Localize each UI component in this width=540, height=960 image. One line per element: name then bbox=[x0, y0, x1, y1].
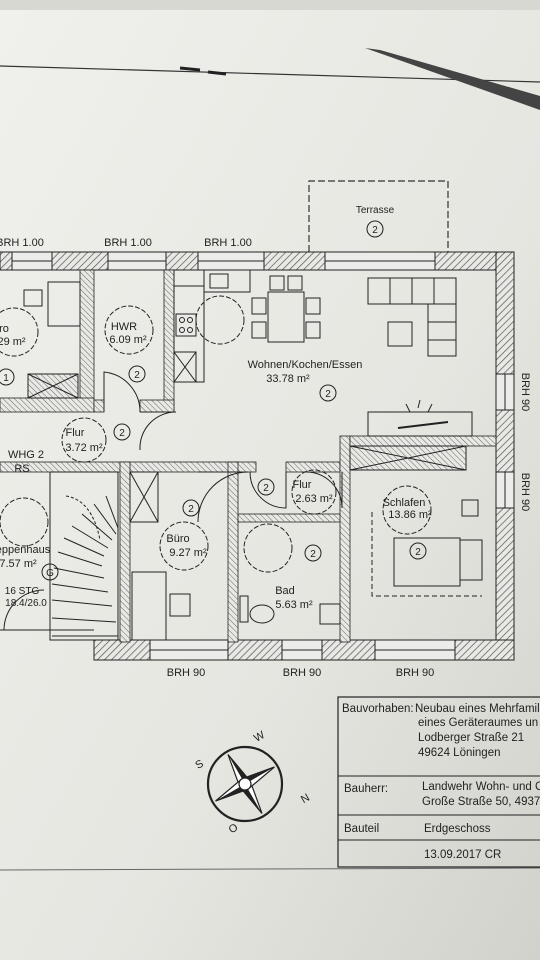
bauteil-value: Erdgeschoss bbox=[424, 823, 491, 835]
window-label-right-2: BRH 90 bbox=[519, 473, 531, 512]
buero-area: 9.27 m² bbox=[169, 547, 207, 559]
terrace-room-number: 2 bbox=[372, 225, 378, 236]
window-label-bottom-1: BRH 90 bbox=[167, 667, 206, 679]
stair-size: 18.4/26.0 bbox=[5, 598, 47, 609]
bauvorhaben-label: Bauvorhaben: bbox=[342, 703, 414, 715]
window-label-top-2: BRH 1.00 bbox=[104, 237, 152, 249]
bauvorhaben-line-1: Neubau eines Mehrfamil bbox=[415, 703, 540, 715]
bauherr-line-2: Große Straße 50, 4937 bbox=[422, 796, 540, 808]
flur1-number: 2 bbox=[119, 428, 125, 439]
room-living: Wohnen/Kochen/Essen 33.78 m² 2 bbox=[248, 359, 363, 402]
flur2-area: 2.63 m² bbox=[295, 493, 333, 505]
room-hwr: HWR 6.09 m² 2 bbox=[104, 305, 154, 383]
window-label-top-1: BRH 1.00 bbox=[0, 237, 44, 249]
living-room-number: 2 bbox=[325, 389, 331, 400]
stair-count: 16 STG bbox=[5, 586, 40, 597]
bauvorhaben-line-2: eines Geräteraumes un bbox=[418, 717, 538, 729]
treppenhaus-name: Treppenhaus bbox=[0, 544, 51, 556]
room-flur-2: Flur 2.63 m² bbox=[291, 469, 337, 515]
bauteil-label: Bauteil bbox=[344, 823, 379, 835]
bauvorhaben-line-3: Lodberger Straße 21 bbox=[418, 732, 524, 744]
inner-walls bbox=[0, 269, 497, 643]
door-numbers: 2 bbox=[257, 478, 275, 496]
outer-walls bbox=[0, 251, 515, 661]
room-furniture bbox=[23, 281, 483, 641]
schlafen-name: Schlafen bbox=[383, 497, 426, 509]
hwr-name: HWR bbox=[111, 321, 137, 333]
left-room-number: 1 bbox=[3, 373, 9, 384]
room-bad: 2 Bad 5.63 m² bbox=[275, 544, 322, 611]
buero-number: 2 bbox=[188, 504, 194, 515]
title-block: Bauvorhaben: Neubau eines Mehrfamil eine… bbox=[337, 696, 540, 868]
flur2-name: Flur bbox=[293, 479, 312, 491]
room-treppenhaus: Treppenhaus 7.57 m² G 16 STG 18.4/26.0 bbox=[0, 497, 59, 609]
window-label-top-3: BRH 1.00 bbox=[204, 237, 252, 249]
room-flur-1: Flur 3.72 m² 2 bbox=[61, 417, 131, 463]
schlafen-number: 2 bbox=[415, 547, 421, 558]
living-room-area: 33.78 m² bbox=[266, 373, 310, 385]
buero-name: Büro bbox=[166, 533, 189, 545]
whg-name: WHG 2 bbox=[8, 449, 44, 461]
plan-date: 13.09.2017 CR bbox=[424, 849, 501, 861]
schlafen-area: 13.86 m² bbox=[388, 509, 432, 521]
doors bbox=[3, 371, 343, 631]
bauherr-label: Bauherr: bbox=[344, 783, 388, 795]
bauherr-line-1: Landwehr Wohn- und C bbox=[422, 781, 540, 793]
window-labels: BRH 1.00 BRH 1.00 BRH 1.00 BRH 90 BRH 90… bbox=[0, 237, 531, 679]
terrace-label: Terrasse bbox=[356, 205, 395, 216]
room-left: ro .29 m² 1 bbox=[0, 307, 39, 386]
bad-name: Bad bbox=[275, 585, 295, 597]
staircase bbox=[49, 471, 119, 641]
window-label-bottom-2: BRH 90 bbox=[283, 667, 322, 679]
bad-number: 2 bbox=[310, 549, 316, 560]
flur1-area: 3.72 m² bbox=[65, 442, 103, 454]
window-label-bottom-3: BRH 90 bbox=[396, 667, 435, 679]
flur1-name: Flur bbox=[66, 427, 85, 439]
door-number-a: 2 bbox=[263, 483, 269, 494]
hwr-number: 2 bbox=[134, 370, 140, 381]
living-furniture bbox=[173, 269, 473, 437]
treppenhaus-number: G bbox=[46, 568, 54, 579]
hwr-area: 6.09 m² bbox=[109, 334, 147, 346]
room-labels: Wohnen/Kochen/Essen 33.78 m² 2 HWR 6.09 … bbox=[0, 305, 432, 611]
terrace: Terrasse 2 bbox=[308, 180, 449, 252]
room-buero: 2 Büro 9.27 m² bbox=[159, 499, 209, 571]
living-room-name: Wohnen/Kochen/Essen bbox=[248, 359, 363, 371]
room-whg: WHG 2 RS bbox=[8, 449, 44, 475]
bad-area: 5.63 m² bbox=[275, 599, 313, 611]
window-label-right-1: BRH 90 bbox=[519, 373, 531, 412]
bauvorhaben-line-4: 49624 Löningen bbox=[418, 747, 501, 759]
left-room-name: ro bbox=[0, 323, 9, 335]
treppenhaus-area: 7.57 m² bbox=[0, 558, 37, 570]
room-schlafen: Schlafen 13.86 m² 2 bbox=[382, 485, 432, 560]
whg-code: RS bbox=[14, 463, 29, 475]
left-room-area: .29 m² bbox=[0, 336, 26, 348]
